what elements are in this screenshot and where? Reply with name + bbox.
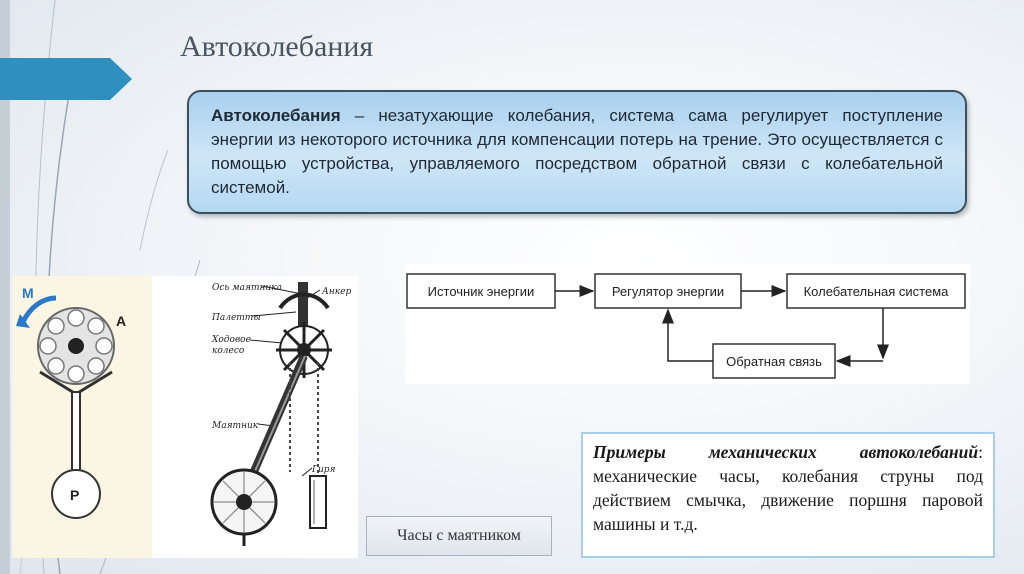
examples-heading: Примеры механических автоколебаний — [593, 442, 979, 462]
flow-diagram-svg: Источник энергии Регулятор энергии Колеб… — [406, 273, 966, 379]
label-pallets: Палетты — [211, 313, 261, 323]
definition-text: – незатухающие колебания, система сама р… — [211, 106, 943, 197]
label-axis: Ось маятника — [212, 283, 282, 293]
clock-mechanism-drawing: М А Р Ось маятника Анкер Палетты Ходовое… — [12, 276, 351, 558]
flow-label-feedback: Обратная связь — [726, 354, 822, 369]
energy-flow-diagram: Источник энергии Регулятор энергии Колеб… — [405, 264, 970, 384]
label-p: Р — [70, 487, 79, 503]
examples-text: : механические часы, колебания струны по… — [593, 442, 983, 534]
definition-box: Автоколебания – незатухающие колебания, … — [187, 90, 967, 214]
label-anchor: Анкер — [321, 287, 351, 297]
clock-caption: Часы с маятником — [366, 516, 552, 556]
label-wheel-2: колесо — [212, 346, 245, 356]
definition-term: Автоколебания — [211, 106, 341, 125]
label-weight: Гиря — [311, 465, 336, 475]
flow-node-oscillator — [786, 273, 966, 309]
label-a: А — [116, 313, 126, 329]
flow-node-feedback — [712, 343, 836, 379]
arrow-feedback-regulator — [662, 308, 713, 362]
flow-label-oscillator: Колебательная система — [804, 284, 950, 299]
clock-illustration: М А Р Ось маятника Анкер Палетты Ходовое… — [12, 276, 358, 558]
label-wheel-1: Ходовое — [211, 335, 251, 345]
flow-label-source: Источник энергии — [428, 284, 535, 299]
flow-label-regulator: Регулятор энергии — [612, 284, 724, 299]
flow-node-source — [406, 273, 556, 309]
label-m: М — [22, 285, 34, 301]
slide-title: Автоколебания — [180, 30, 374, 63]
accent-arrow-icon — [0, 58, 132, 100]
examples-box: Примеры механических автоколебаний: меха… — [581, 432, 995, 558]
label-pendulum: Маятник — [211, 421, 259, 431]
